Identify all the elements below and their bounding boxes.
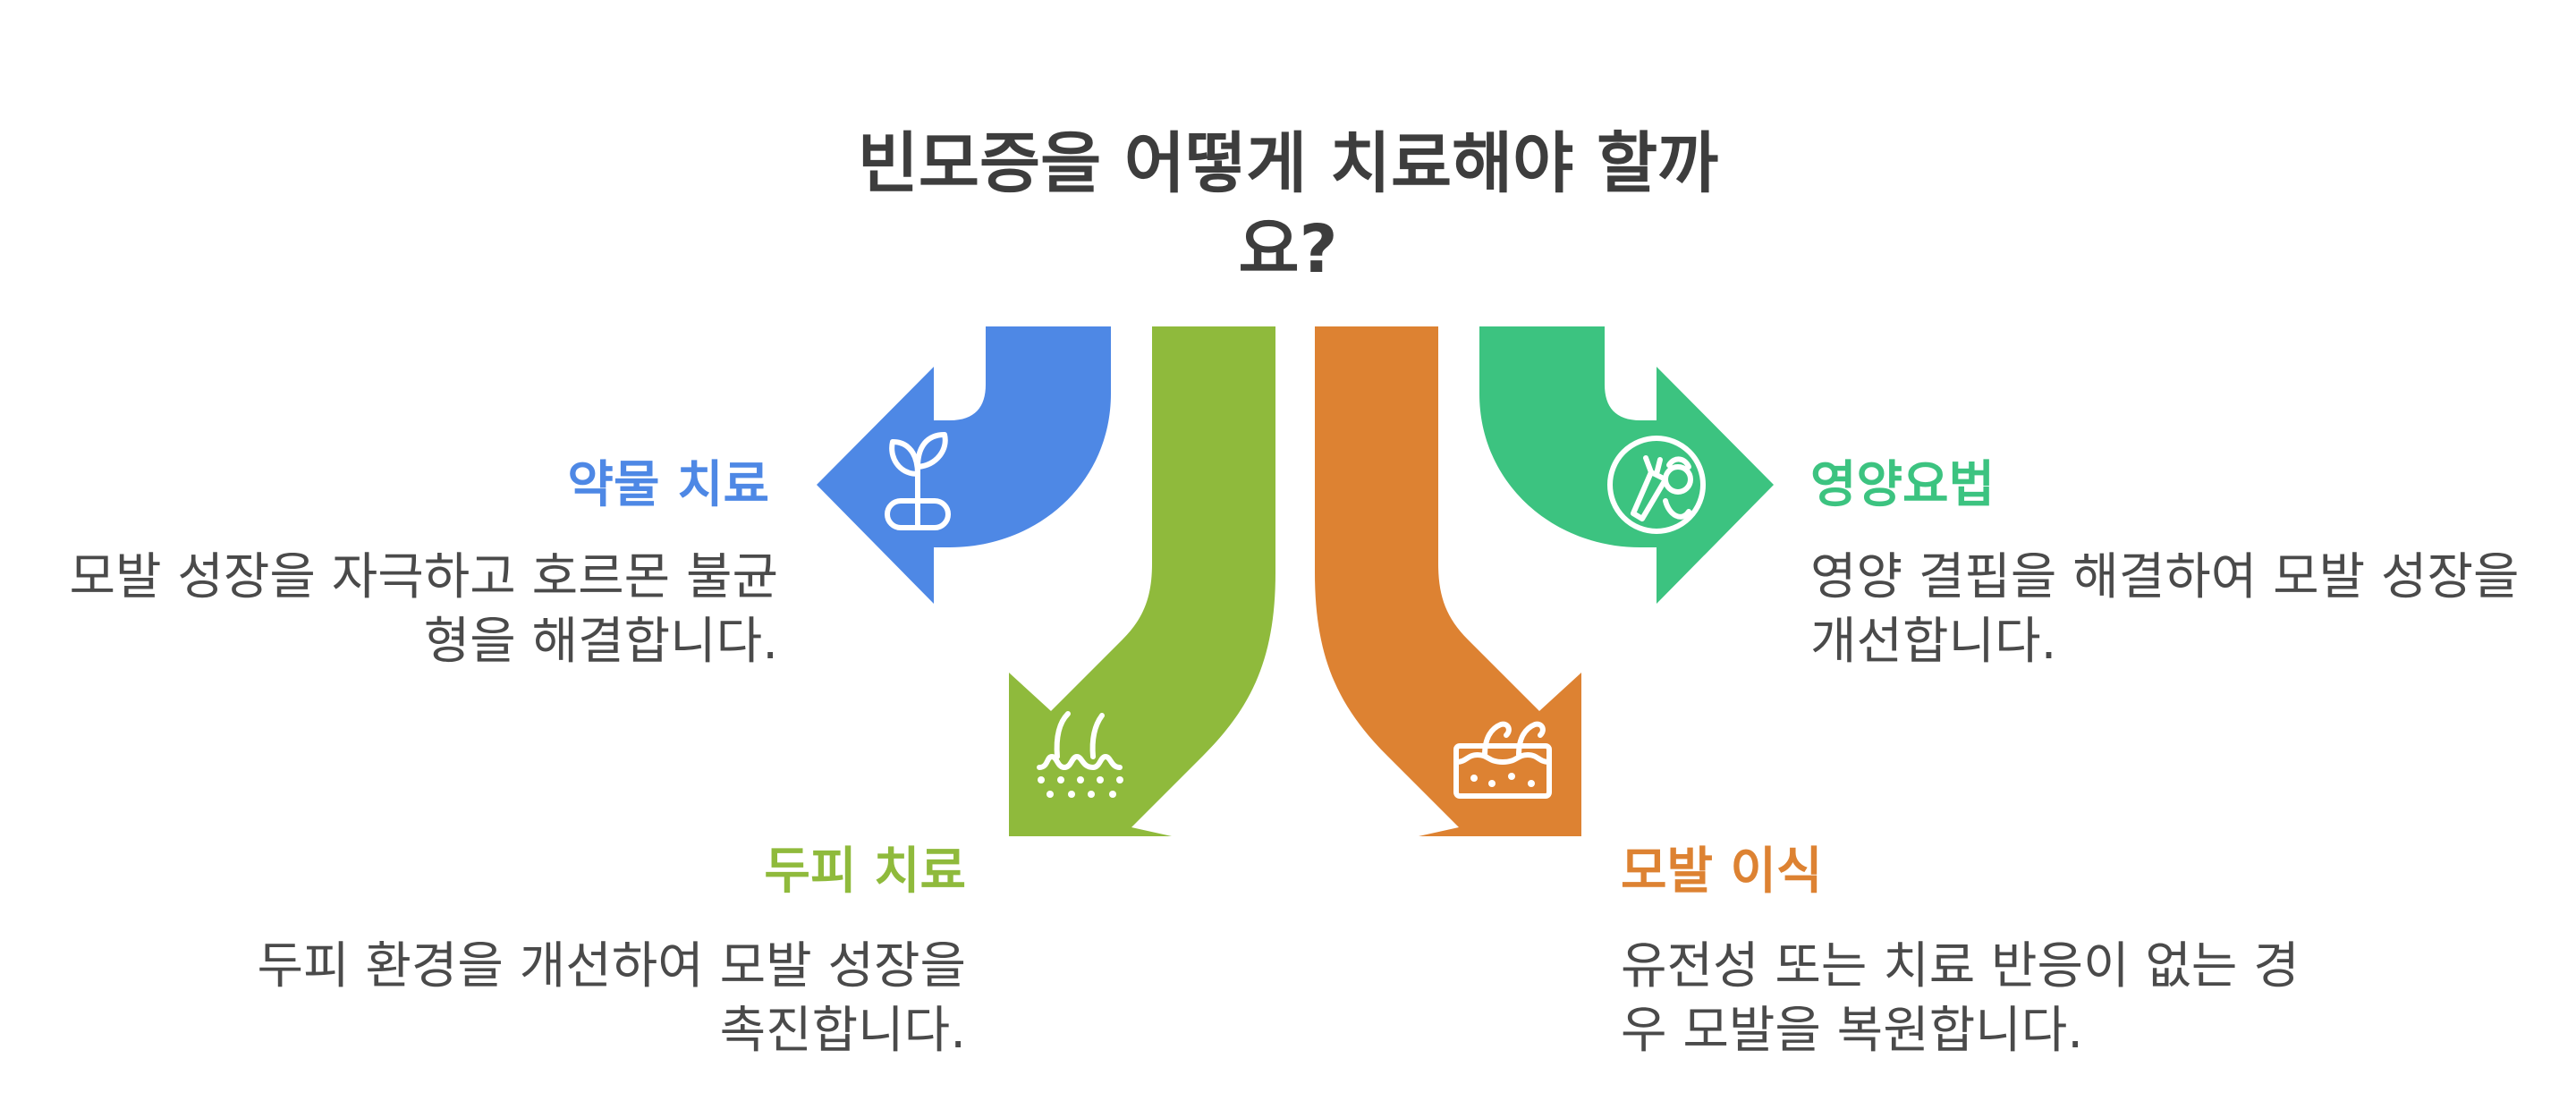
sprout-pill-icon <box>885 432 951 530</box>
page-title: 빈모증을 어떻게 치료해야 할까요? <box>857 125 1719 288</box>
medication-description: 모발 성장을 자극하고 호르몬 불균형을 해결합니다. <box>69 548 778 671</box>
transplant-arrow <box>1315 326 1581 836</box>
skin-hair-icon <box>1453 721 1552 799</box>
vegetables-icon <box>1607 436 1706 534</box>
nutrition-heading: 영양요법 <box>1810 456 1996 514</box>
medication-arrow <box>817 326 1111 604</box>
scalp-description: 두피 환경을 개선하여 모발 성장을 촉진합니다. <box>257 937 966 1060</box>
hair-follicle-icon <box>1037 711 1123 798</box>
scalp-arrow <box>1009 326 1275 836</box>
transplant-description: 유전성 또는 치료 반응이 없는 경우 모발을 복원합니다. <box>1621 937 2300 1060</box>
nutrition-arrow <box>1479 326 1774 604</box>
scalp-heading: 두피 치료 <box>764 843 966 901</box>
medication-heading: 약물 치료 <box>567 456 769 514</box>
nutrition-description: 영양 결핍을 해결하여 모발 성장을 개선합니다. <box>1810 548 2520 671</box>
transplant-heading: 모발 이식 <box>1621 843 1823 901</box>
